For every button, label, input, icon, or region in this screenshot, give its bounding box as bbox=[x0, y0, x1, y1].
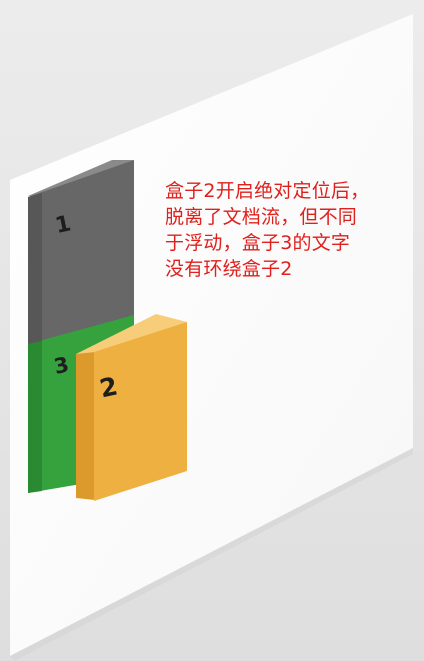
box-3-label: 3 bbox=[52, 352, 71, 379]
box-2: 2 bbox=[76, 314, 187, 501]
box-1-top-face bbox=[28, 160, 134, 196]
box-2-front-face bbox=[94, 322, 187, 501]
caption-line-2: 脱离了文档流，但不同 bbox=[165, 206, 358, 228]
box-1-front-face bbox=[28, 160, 134, 344]
box-1-side-shade bbox=[28, 193, 42, 344]
caption-line-1: 盒子2开启绝对定位后， bbox=[165, 180, 370, 202]
caption-line-4: 没有环绕盒子2 bbox=[165, 258, 293, 280]
box-3-side-shade bbox=[28, 341, 42, 493]
box-1: 1 bbox=[28, 160, 134, 344]
box-1-label: 1 bbox=[53, 211, 73, 239]
box-2-side-face bbox=[76, 352, 95, 500]
caption-line-3: 于浮动，盒子3的文字 bbox=[165, 232, 351, 254]
caption-text: 盒子2开启绝对定位后， 脱离了文档流，但不同 于浮动，盒子3的文字 没有环绕盒子… bbox=[165, 178, 405, 282]
box-2-label: 2 bbox=[97, 371, 120, 403]
panel-shadow-edge bbox=[10, 448, 413, 661]
